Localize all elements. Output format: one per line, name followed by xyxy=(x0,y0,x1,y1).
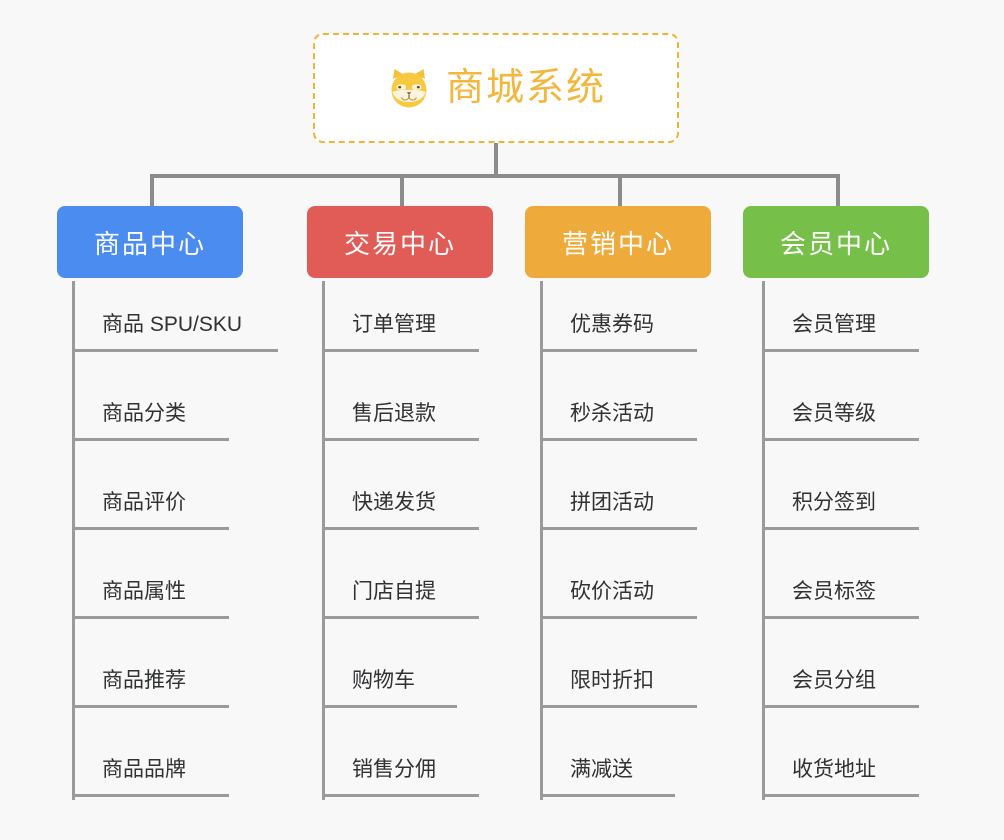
leaf-item[interactable]: 商品推荐 xyxy=(72,619,229,708)
leaf-item[interactable]: 快递发货 xyxy=(322,441,479,530)
root-node-card[interactable]: 商城系统 xyxy=(313,33,679,143)
leaf-item[interactable]: 购物车 xyxy=(322,619,457,708)
leaf-label: 商品品牌 xyxy=(102,757,186,781)
leaf-label: 满减送 xyxy=(570,757,633,781)
connector-drop-1 xyxy=(150,174,154,206)
leaf-label: 销售分佣 xyxy=(352,757,436,781)
leaf-item[interactable]: 限时折扣 xyxy=(540,619,697,708)
column-spine-2 xyxy=(540,281,543,800)
leaf-label: 门店自提 xyxy=(352,579,436,603)
connector-horizontal-bus xyxy=(150,174,840,178)
leaf-item[interactable]: 商品属性 xyxy=(72,530,229,619)
leaf-item[interactable]: 秒杀活动 xyxy=(540,352,697,441)
leaf-label: 收货地址 xyxy=(792,757,876,781)
leaf-item[interactable]: 会员等级 xyxy=(762,352,919,441)
leaf-label: 商品属性 xyxy=(102,579,186,603)
leaf-label: 商品 SPU/SKU xyxy=(102,312,243,336)
leaf-label: 砍价活动 xyxy=(570,579,654,603)
shiba-dog-icon xyxy=(386,65,432,111)
leaf-label: 会员标签 xyxy=(792,579,876,603)
leaf-label: 商品分类 xyxy=(102,401,186,425)
column-spine-1 xyxy=(322,281,325,800)
leaf-label: 优惠券码 xyxy=(570,312,654,336)
leaf-item[interactable]: 拼团活动 xyxy=(540,441,697,530)
leaf-label: 拼团活动 xyxy=(570,490,654,514)
leaf-item[interactable]: 会员管理 xyxy=(762,263,919,352)
leaf-label: 会员分组 xyxy=(792,668,876,692)
leaf-item[interactable]: 砍价活动 xyxy=(540,530,697,619)
connector-root-stem xyxy=(494,143,498,176)
leaf-label: 会员管理 xyxy=(792,312,876,336)
category-box-1[interactable]: 交易中心 xyxy=(307,206,493,278)
leaf-item[interactable]: 积分签到 xyxy=(762,441,919,530)
leaf-item[interactable]: 订单管理 xyxy=(322,263,479,352)
leaf-label: 快递发货 xyxy=(352,490,436,514)
leaf-label: 限时折扣 xyxy=(570,668,654,692)
leaf-item[interactable]: 收货地址 xyxy=(762,708,919,797)
leaf-item[interactable]: 会员分组 xyxy=(762,619,919,708)
root-title: 商城系统 xyxy=(445,67,606,109)
category-box-3[interactable]: 会员中心 xyxy=(743,206,929,278)
leaf-label: 秒杀活动 xyxy=(570,401,654,425)
category-box-0[interactable]: 商品中心 xyxy=(57,206,243,278)
leaf-item[interactable]: 商品评价 xyxy=(72,441,229,530)
leaf-label: 订单管理 xyxy=(352,312,436,336)
leaf-item[interactable]: 门店自提 xyxy=(322,530,479,619)
leaf-item[interactable]: 商品 SPU/SKU xyxy=(72,263,278,352)
connector-drop-3 xyxy=(618,174,622,206)
leaf-label: 商品评价 xyxy=(102,490,186,514)
column-spine-0 xyxy=(72,281,75,800)
leaf-label: 积分签到 xyxy=(792,490,876,514)
leaf-item[interactable]: 会员标签 xyxy=(762,530,919,619)
leaf-item[interactable]: 售后退款 xyxy=(322,352,479,441)
leaf-label: 商品推荐 xyxy=(102,668,186,692)
column-spine-3 xyxy=(762,281,765,800)
leaf-item[interactable]: 销售分佣 xyxy=(322,708,479,797)
leaf-item[interactable]: 商品品牌 xyxy=(72,708,229,797)
category-box-2[interactable]: 营销中心 xyxy=(525,206,711,278)
leaf-item[interactable]: 商品分类 xyxy=(72,352,229,441)
connector-drop-2 xyxy=(400,174,404,206)
leaf-item[interactable]: 满减送 xyxy=(540,708,675,797)
connector-drop-4 xyxy=(836,174,840,206)
leaf-item[interactable]: 优惠券码 xyxy=(540,263,697,352)
leaf-label: 会员等级 xyxy=(792,401,876,425)
leaf-label: 售后退款 xyxy=(352,401,436,425)
leaf-label: 购物车 xyxy=(352,668,415,692)
